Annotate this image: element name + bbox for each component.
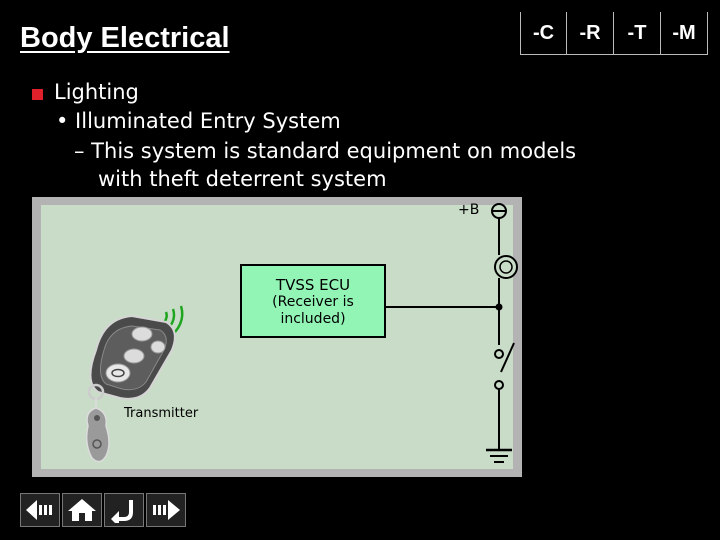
first-page-button[interactable] <box>20 493 60 527</box>
sub-bullet-line-2: with theft deterrent system <box>98 167 387 191</box>
switch-blade <box>500 342 515 373</box>
next-page-button[interactable] <box>146 493 186 527</box>
door-switch-line-2: Switch <box>564 361 612 377</box>
switch-contact-icon <box>494 349 504 359</box>
navigation-bar <box>20 493 186 527</box>
tvss-ecu-box: TVSS ECU (Receiver is included) <box>240 264 386 338</box>
model-tab-t[interactable]: -T <box>614 12 661 55</box>
return-icon <box>111 500 133 523</box>
transmitter-label: Transmitter <box>124 406 199 421</box>
bullet-illuminated-entry: • Illuminated Entry System <box>56 109 341 133</box>
next-page-icon <box>153 500 180 520</box>
door-switch-line-3: (Each Door) <box>546 380 630 396</box>
return-button[interactable] <box>104 493 144 527</box>
door-switch-line-1: Door Courtesy <box>537 342 639 358</box>
ground-icon <box>486 448 512 463</box>
sub-bullet-line-1: – This system is standard equipment on m… <box>74 139 577 163</box>
power-label: +B <box>458 202 480 218</box>
model-tab-c[interactable]: -C <box>520 12 567 55</box>
home-icon <box>68 499 96 521</box>
model-tab-r[interactable]: -R <box>567 12 614 55</box>
ecu-title: TVSS ECU <box>275 276 351 294</box>
ecu-subtitle-1: (Receiver is <box>272 294 354 310</box>
first-page-icon <box>26 500 52 520</box>
model-tab-m[interactable]: -M <box>661 12 708 55</box>
door-switch-label: Door Courtesy Switch (Each Door) <box>526 341 650 398</box>
interior-light-line-1: Interior <box>536 247 588 263</box>
interior-light-line-2: Light <box>544 266 580 282</box>
model-tabs: -C -R -T -M <box>520 12 708 55</box>
page-title: Body Electrical <box>20 22 230 54</box>
key-fob-icon <box>85 314 176 463</box>
ecu-subtitle-2: included) <box>280 311 346 327</box>
interior-light-label: Interior Light <box>527 246 597 284</box>
bulb-icon <box>494 255 518 279</box>
bullet-marker <box>32 89 43 100</box>
home-button[interactable] <box>62 493 102 527</box>
bullet-lighting: Lighting <box>54 80 139 104</box>
